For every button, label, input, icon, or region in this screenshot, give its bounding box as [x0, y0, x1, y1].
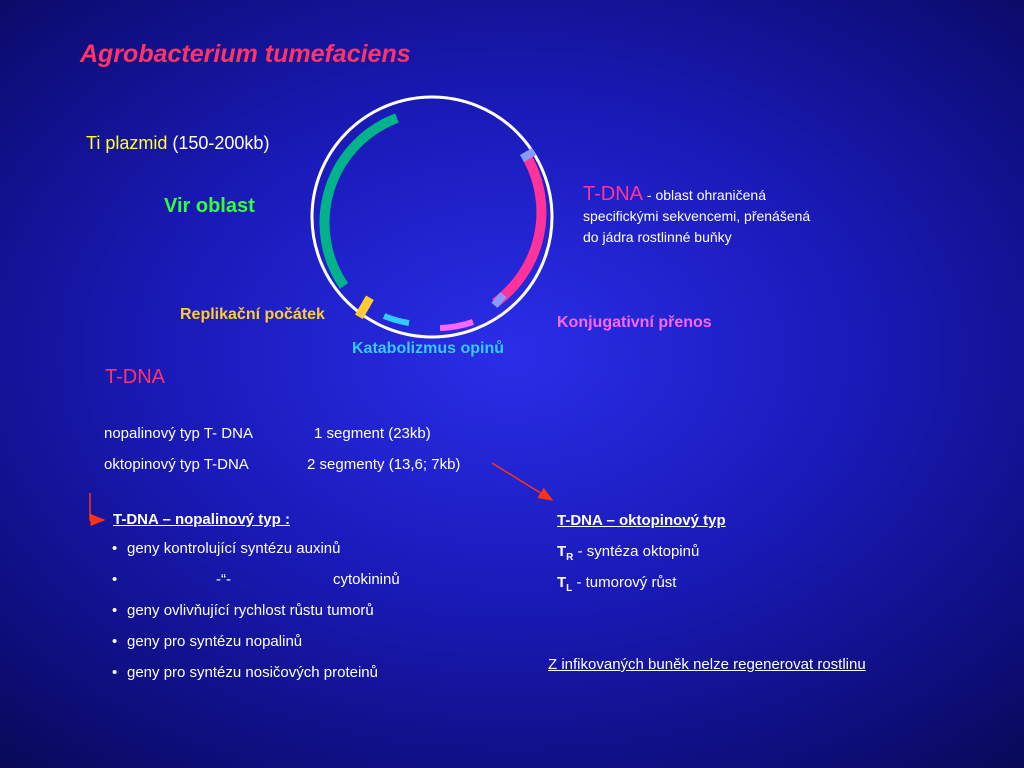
conjugation-label: Konjugativní přenos [557, 314, 712, 331]
list-item: • -“- cytokininů [112, 569, 400, 600]
list-item-text: geny pro syntézu nosičových proteinů [127, 664, 378, 681]
bullet: • [112, 602, 118, 619]
list-item-text: cytokininů [333, 571, 400, 588]
tdna-description-dash: - [643, 187, 656, 203]
tr-subscript: R [566, 552, 574, 563]
nopaline-type-segments: 1 segment (23kb) [314, 425, 431, 442]
list-item: • geny kontrolující syntézu auxinů [112, 538, 378, 569]
conjugation-arc [439, 319, 474, 331]
bullet: • [112, 664, 118, 681]
vir-label: Vir oblast [164, 195, 255, 217]
plasmid-name: Ti plazmid [86, 133, 168, 153]
octopine-heading: T-DNA – oktopinový typ [557, 512, 726, 529]
list-item-text: geny kontrolující syntézu auxinů [127, 540, 341, 557]
bullet: • [112, 540, 118, 557]
plasmid-size: (150-200kb) [172, 133, 270, 153]
tdna-description: T-DNA - oblast ohraničená specifickými s… [583, 184, 810, 248]
tdna-description-line1: oblast ohraničená [655, 187, 766, 203]
list-item: • geny ovlivňující rychlost růstu tumorů [112, 600, 378, 631]
replication-label: Replikační počátek [180, 306, 325, 323]
octopine-type-label: oktopinový typ T-DNA [104, 456, 249, 473]
list-item: • geny pro syntézu nopalinů [112, 631, 378, 662]
tdna-section-heading: T-DNA [105, 366, 165, 388]
tdna-border-right-marker [519, 148, 537, 162]
octopine-block: T-DNA – oktopinový typ TR - syntéza okto… [557, 510, 726, 603]
list-item-text: geny pro syntézu nopalinů [127, 633, 303, 650]
katabolism-arc [382, 313, 410, 326]
katabolism-label: Katabolizmus opinů [352, 340, 504, 357]
tl-subscript: L [566, 583, 573, 594]
list-item-text: geny ovlivňující rychlost růstu tumorů [127, 602, 374, 619]
nopaline-arrow [89, 493, 106, 526]
tl-letter: T [557, 574, 567, 591]
nopaline-type-label: nopalinový typ T- DNA [104, 425, 253, 442]
octopine-tl-row: TL - tumorový růst [557, 572, 726, 603]
tdna-description-line2: specifickými sekvencemi, přenášená [583, 208, 811, 224]
slide-title: Agrobacterium tumefaciens [80, 40, 411, 68]
plasmid-label: Ti plazmid (150-200kb) [86, 133, 269, 154]
bullet: • [112, 633, 118, 650]
octopine-tr-row: TR - syntéza oktopinů [557, 541, 726, 572]
octopine-arrow [491, 462, 554, 501]
octopine-type-segments: 2 segmenty (13,6; 7kb) [307, 456, 461, 473]
plasmid-circle [310, 95, 554, 339]
regeneration-note: Z infikovaných buněk nelze regenerovat r… [548, 656, 866, 673]
vir-region-arc [319, 113, 399, 289]
list-item: • geny pro syntézu nosičových proteinů [112, 662, 378, 693]
tdna-description-heading: T-DNA [583, 183, 643, 205]
tr-letter: T [557, 543, 567, 560]
tr-text: - syntéza oktopinů [573, 543, 700, 560]
nopaline-list: • geny kontrolující syntézu auxinů • -“- cy… [112, 538, 400, 693]
replication-origin-marker [355, 295, 374, 320]
bullet: • [112, 571, 118, 588]
tdna-border-left-marker [491, 292, 507, 308]
list-item-ditto: -“- [216, 571, 231, 588]
nopaline-heading: T-DNA – nopalinový typ : [113, 511, 290, 528]
tdna-description-line3: do jádra rostlinné buňky [583, 229, 732, 245]
tdna-region-arc [492, 156, 547, 308]
tl-text: - tumorový růst [572, 574, 677, 591]
